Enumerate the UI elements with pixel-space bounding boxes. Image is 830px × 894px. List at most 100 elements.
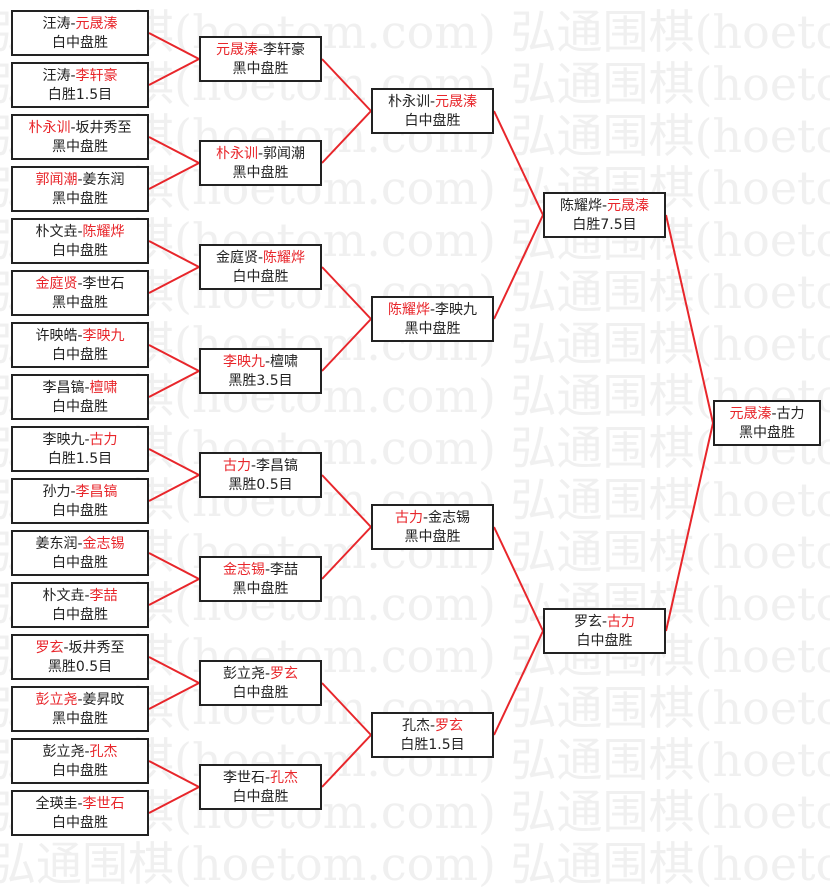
separator: - [601, 614, 608, 630]
bracket-connector [148, 760, 200, 788]
separator: - [70, 120, 76, 136]
player-2: 姜东润 [82, 172, 125, 188]
player-2: 李轩豪 [263, 42, 306, 58]
bracket-connector [321, 734, 372, 788]
separator: - [601, 198, 608, 214]
player-2: 元晟溱 [607, 198, 650, 214]
match-box-round2: 金志锡-李喆黑中盘胜 [199, 556, 322, 602]
match-result: 黑中盘胜 [52, 295, 108, 311]
player-2: 古力 [89, 432, 118, 448]
bracket-connector [493, 630, 544, 736]
player-2: 李映九 [435, 302, 478, 318]
bracket-connector [321, 526, 372, 580]
bracket-connector [321, 266, 372, 320]
match-players: 李昌镐-檀啸 [13, 379, 147, 398]
separator: - [77, 172, 83, 188]
separator: - [429, 302, 436, 318]
match-players: 孙力-李昌镐 [13, 483, 147, 502]
bracket-connector [493, 110, 544, 216]
player-1: 朴文垚 [42, 588, 85, 604]
match-result: 白中盘胜 [52, 243, 108, 259]
bracket-connector [321, 682, 372, 736]
player-1: 汪涛 [42, 68, 71, 84]
match-players: 元晟溱-古力 [715, 405, 819, 424]
match-players: 罗玄-古力 [545, 613, 664, 632]
match-result: 白中盘胜 [52, 503, 108, 519]
player-1: 朴永训 [387, 94, 430, 110]
match-result: 黑中盘胜 [52, 191, 108, 207]
match-box-round1: 汪涛-李轩豪白胜1.5目 [11, 62, 149, 108]
match-players: 全瑛圭-李世石 [13, 795, 147, 814]
match-players: 古力-李昌镐 [201, 457, 320, 476]
player-2: 罗玄 [435, 718, 464, 734]
separator: - [429, 94, 436, 110]
match-players: 朴永训-元晟溱 [373, 93, 492, 112]
match-box-round3: 孔杰-罗玄白胜1.5目 [371, 712, 494, 758]
player-1: 李世石 [222, 770, 265, 786]
match-box-round4: 陈耀烨-元晟溱白胜7.5目 [543, 192, 666, 238]
bracket-connector [321, 318, 372, 372]
match-box-round1: 朴永训-坂井秀至黑中盘胜 [11, 114, 149, 160]
separator: - [257, 250, 264, 266]
match-result: 白中盘胜 [232, 789, 289, 805]
player-2: 李昌镐 [256, 458, 299, 474]
bracket-connector [148, 682, 200, 710]
match-box-round1: 姜东润-金志锡白中盘胜 [11, 530, 149, 576]
match-box-round2: 元晟溱-李轩豪黑中盘胜 [199, 36, 322, 82]
match-box-round1: 全瑛圭-李世石白中盘胜 [11, 790, 149, 836]
separator: - [77, 276, 83, 292]
player-1: 孔杰 [401, 718, 430, 734]
match-result: 白中盘胜 [52, 555, 108, 571]
match-players: 彭立尧-姜昇旼 [13, 691, 147, 710]
player-1: 金庭贤 [215, 250, 258, 266]
match-result: 黑胜0.5目 [228, 477, 293, 493]
player-1: 彭立尧 [42, 744, 85, 760]
match-result: 白中盘胜 [232, 685, 289, 701]
player-2: 李世石 [82, 796, 125, 812]
match-players: 李映九-古力 [13, 431, 147, 450]
player-2: 金志锡 [82, 536, 125, 552]
separator: - [771, 406, 777, 422]
match-players: 金庭贤-李世石 [13, 275, 147, 294]
bracket-lines [148, 32, 714, 814]
bracket-connector [148, 58, 200, 86]
match-players: 金庭贤-陈耀烨 [201, 249, 320, 268]
match-result: 黑胜3.5目 [228, 373, 293, 389]
match-result: 白胜1.5目 [400, 737, 465, 753]
match-result: 白中盘胜 [52, 399, 108, 415]
match-result: 白中盘胜 [232, 269, 289, 285]
match-players: 彭立尧-孔杰 [13, 743, 147, 762]
match-result: 白胜1.5目 [47, 87, 113, 103]
player-2: 陈耀烨 [263, 250, 306, 266]
player-1: 古力 [222, 458, 251, 474]
player-1: 元晟溱 [215, 42, 258, 58]
separator: - [250, 458, 257, 474]
player-1: 郭闻潮 [35, 172, 78, 188]
match-box-round1: 孙力-李昌镐白中盘胜 [11, 478, 149, 524]
match-result: 白中盘胜 [52, 763, 108, 779]
match-result: 黑中盘胜 [232, 581, 289, 597]
match-box-round2: 金庭贤-陈耀烨白中盘胜 [199, 244, 322, 290]
match-players: 朴文垚-陈耀烨 [13, 223, 147, 242]
match-box-round3: 陈耀烨-李映九黑中盘胜 [371, 296, 494, 342]
match-result: 白胜1.5目 [47, 451, 113, 467]
separator: - [70, 484, 76, 500]
bracket-connector [148, 474, 200, 502]
player-1: 陈耀烨 [559, 198, 602, 214]
player-1: 李映九 [42, 432, 85, 448]
match-result: 黑中盘胜 [232, 165, 289, 181]
match-box-round1: 许映皓-李映九白中盘胜 [11, 322, 149, 368]
match-box-round2: 古力-李昌镐黑胜0.5目 [199, 452, 322, 498]
bracket-connector [148, 370, 200, 398]
separator: - [77, 796, 83, 812]
match-players: 郭闻潮-姜东润 [13, 171, 147, 190]
bracket-connector [321, 110, 372, 164]
match-players: 彭立尧-罗玄 [201, 665, 320, 684]
player-2: 坂井秀至 [68, 640, 125, 656]
player-1: 彭立尧 [222, 666, 265, 682]
match-box-round5: 元晟溱-古力黑中盘胜 [713, 400, 821, 446]
separator: - [429, 718, 436, 734]
player-2: 檀啸 [270, 354, 299, 370]
match-result: 白中盘胜 [52, 35, 108, 51]
separator: - [84, 588, 90, 604]
